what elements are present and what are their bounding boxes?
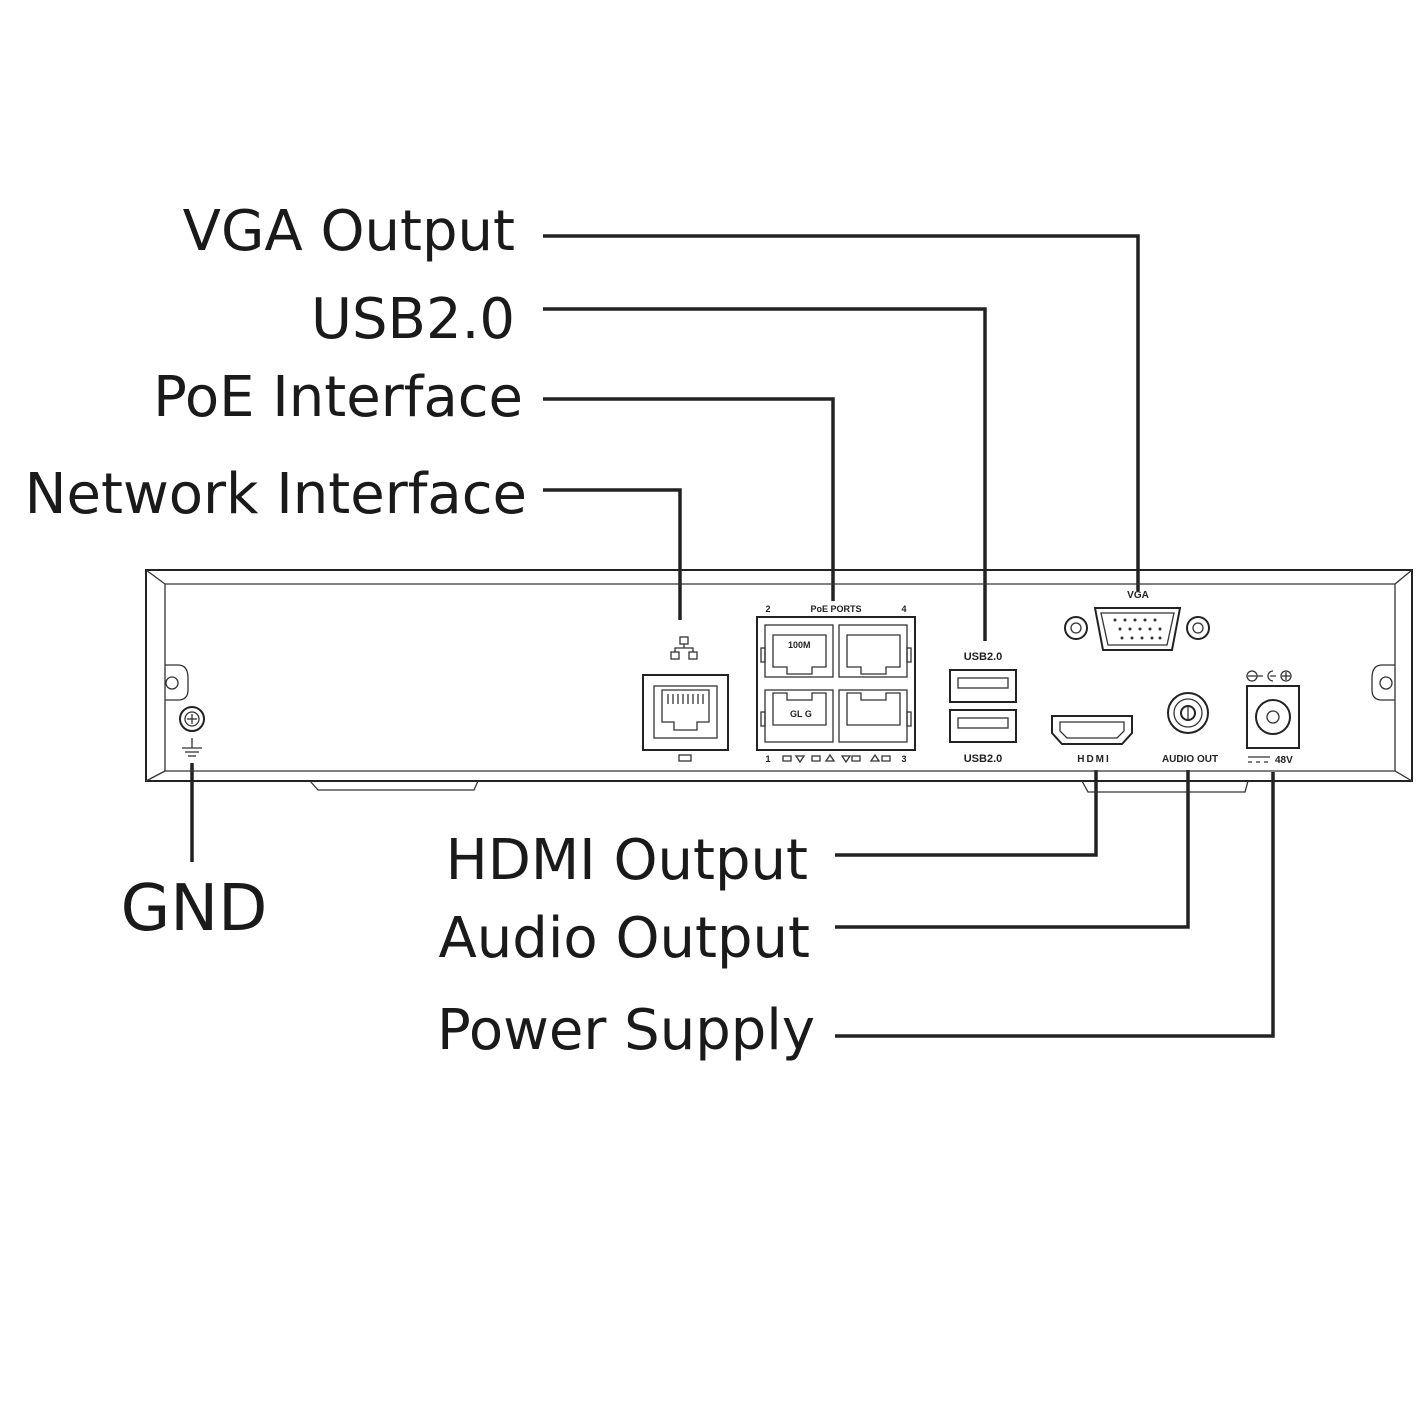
hdmi-output-label: HDMI Output: [446, 828, 808, 893]
power-port: 48V: [1246, 670, 1300, 766]
vga-pins: [1113, 618, 1162, 640]
usb-bottom-label: USB2.0: [964, 753, 1003, 765]
poe-port-number-1: 1: [765, 754, 770, 764]
gnd-label: GND: [121, 872, 268, 946]
poe-ports-header: PoE PORTS: [810, 604, 861, 614]
power-supply-label: Power Supply: [437, 998, 815, 1063]
ground-terminal: [179, 706, 205, 732]
network-port: [642, 674, 729, 762]
usb-label: USB2.0: [311, 287, 515, 352]
ground-icon: [182, 738, 202, 757]
network-leader-line: [543, 488, 682, 620]
polarity-icon: [1246, 670, 1292, 682]
hdmi-port: HDMI: [1051, 715, 1133, 765]
poe-ports: 2 PoE PORTS 4 100M GL G 1 3: [756, 604, 916, 764]
chassis: [145, 569, 1413, 793]
network-interface-label: Network Interface: [25, 462, 527, 527]
network-icon: [670, 636, 698, 660]
usb-top-label: USB2.0: [964, 651, 1003, 663]
poe-interface-label: PoE Interface: [153, 365, 523, 430]
audio-out-panel-label: AUDIO OUT: [1162, 754, 1218, 765]
hdmi-logo: HDMI: [1077, 754, 1111, 765]
hdmi-leader-line: [835, 770, 1098, 857]
audio-output-label: Audio Output: [439, 906, 811, 971]
poe-link-label: GL G: [790, 709, 812, 719]
poe-port-number-4: 4: [901, 604, 906, 614]
poe-port-number-2: 2: [765, 604, 770, 614]
poe-leader-line: [543, 397, 835, 601]
usb-ports: USB2.0 USB2.0: [949, 651, 1017, 765]
vga-port: VGA: [1064, 590, 1210, 651]
audio-leader-line: [835, 770, 1190, 929]
audio-port: AUDIO OUT: [1162, 692, 1218, 765]
poe-speed-label: 100M: [788, 640, 811, 650]
vga-panel-label: VGA: [1127, 590, 1149, 601]
vga-output-label: VGA Output: [183, 199, 515, 264]
power-rating-label: 48V: [1275, 755, 1293, 766]
usb-leader-line: [543, 307, 987, 641]
vga-leader-line: [543, 234, 1140, 591]
power-leader-line: [835, 772, 1275, 1038]
poe-port-number-3: 3: [901, 754, 906, 764]
